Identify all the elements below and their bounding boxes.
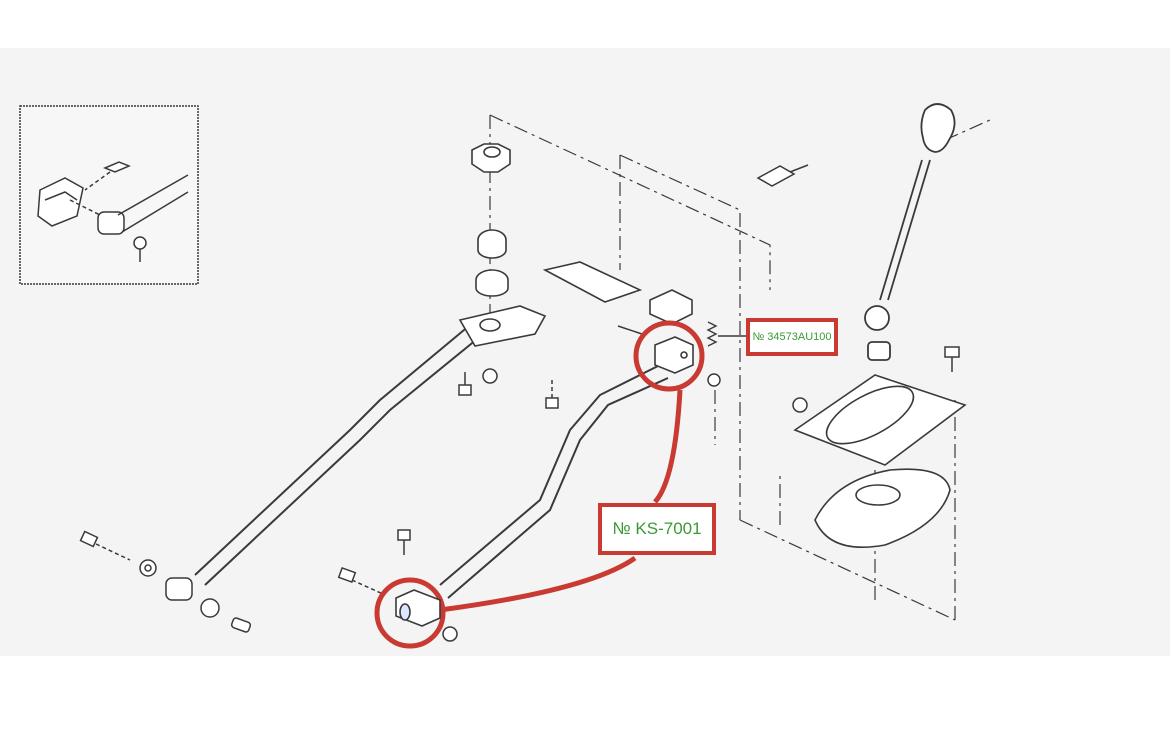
nut-icon (707, 373, 721, 387)
gear-lever (864, 103, 956, 361)
nut-icon (792, 397, 808, 413)
bolt-icon (337, 566, 386, 596)
bolt-icon (79, 530, 131, 561)
shift-rods (194, 324, 669, 599)
spring-icon (706, 321, 746, 347)
inset-detail (19, 105, 199, 285)
bolt-icon (545, 380, 559, 409)
part-number-callout-lower: № KS-7001 (598, 503, 716, 555)
bolt-icon (397, 529, 411, 555)
part-number-upper-text: № 34573AU100 (752, 331, 832, 343)
bushing-icon (165, 577, 193, 601)
part-number-lower-text: № KS-7001 (612, 519, 702, 538)
highlight-circle-upper (633, 320, 705, 392)
connector-line (653, 389, 683, 504)
highlighted-parts (395, 336, 694, 627)
upper-bracket (458, 143, 693, 347)
part-number-callout-upper: № 34573AU100 (746, 318, 838, 356)
bolt-icon (458, 372, 472, 396)
bolt-icon (944, 346, 960, 372)
highlight-markup (374, 320, 705, 649)
fasteners (79, 164, 960, 642)
shift-knob-icon (920, 103, 956, 153)
lever-base (793, 374, 967, 548)
nut-icon (442, 626, 458, 642)
connector-line-lower (439, 555, 637, 613)
nut-icon (200, 598, 220, 618)
nut-icon (482, 368, 498, 384)
highlight-circle-lower (374, 577, 446, 649)
